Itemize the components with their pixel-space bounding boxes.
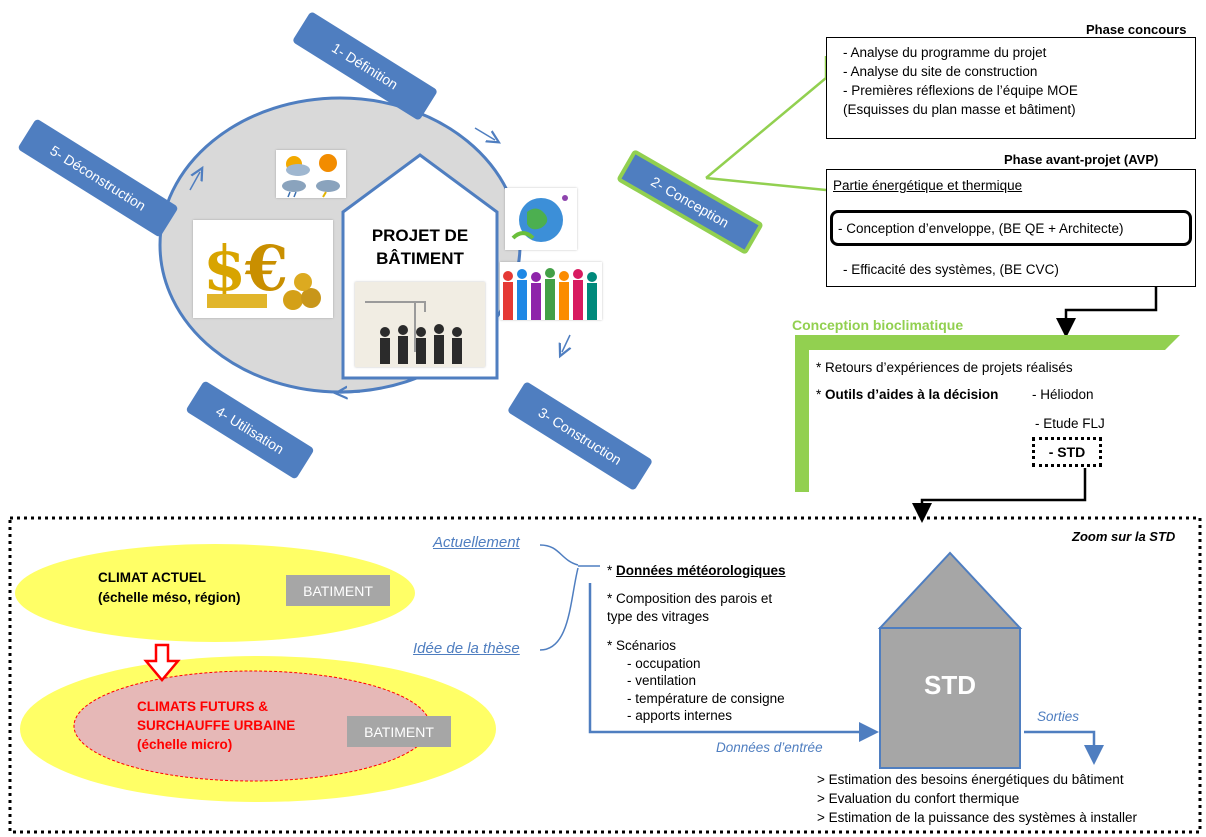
scenario-item: - ventilation [627,673,697,688]
outputs-list: > Estimation des besoins énergétiques du… [817,770,1137,827]
batiment-box-current: BATIMENT [286,575,390,606]
scenarios-text: * Scénarios - occupation - ventilation -… [607,637,785,725]
concours-item: (Esquisses du plan masse et bâtiment) [843,102,1076,117]
std-house-label: STD [924,670,976,700]
idee-label: Idée de la thèse [413,640,520,657]
donnees-meteo-label: Données météorologiques [616,563,786,578]
avp-envelope-box: - Conception d’enveloppe, (BE QE + Archi… [830,210,1192,246]
project-title: PROJET DE BÂTIMENT [371,226,469,268]
avp-envelope-text: - Conception d’enveloppe, (BE QE + Archi… [838,221,1124,236]
svg-text:$: $ [203,232,246,305]
phase-avp-heading: Phase avant-projet (AVP) [1004,152,1159,167]
climats-futurs-title: CLIMATS FUTURS & [137,699,268,714]
crowd-icon [500,262,602,320]
cycle-arrow [340,392,361,393]
zoom-title: Zoom sur la STD [1072,529,1176,544]
concours-item: - Analyse du site de construction [843,64,1038,79]
avp-systems: - Efficacité des systèmes, (BE CVC) [843,262,1059,277]
connector-arrow [912,468,1087,523]
actuellement-label: Actuellement [433,534,520,551]
concours-item: - Premières réflexions de l’équipe MOE [843,83,1078,98]
zoom-frame [8,516,1202,834]
avp-subtitle: Partie énergétique et thermique [833,178,1023,193]
cycle-arrow [562,334,570,352]
scenario-item: - température de consigne [627,690,785,706]
bioclim-std-label: - STD [1048,444,1086,460]
std-house-body [879,627,1021,769]
bullet: * [816,387,826,402]
donnees-meteo: * Données météorologiques [607,561,786,580]
bioclim-std-box: - STD [1032,437,1102,467]
climats-futurs-scale: (échelle micro) [137,737,233,752]
current-climate-ellipse [15,544,415,642]
bioclim-outils: * Outils d’aides à la décision [816,385,998,404]
phase-concours-box: - Analyse du programme du projet - Analy… [826,37,1196,139]
weather-icon [276,150,346,198]
climat-actuel-scale: (échelle méso, région) [98,590,241,605]
brace-curve [539,544,579,566]
scenario-item: - occupation [627,655,701,671]
composition-line: * Composition des parois et [607,591,773,606]
bullet: * [607,563,617,578]
sorties-label: Sorties [1037,709,1080,724]
std-house-roof [877,551,1023,629]
scenarios-title: * Scénarios [607,638,677,653]
climat-actuel-label: CLIMAT ACTUEL (échelle méso, région) [98,568,241,608]
cycle-arrow [474,127,495,140]
money-icon: $ € [193,220,333,318]
callout-line [705,176,827,192]
callout-line [705,56,828,179]
svg-text:€: € [244,232,288,305]
phase-avp-box: Partie énergétique et thermique - Concep… [826,169,1196,287]
donnees-entree-label: Données d’entrée [716,740,823,755]
bioclim-heliodon: - Héliodon [1032,387,1094,402]
climats-futurs-label: CLIMATS FUTURS & SURCHAUFFE URBAINE (éch… [137,697,295,754]
output-item: > Evaluation du confort thermique [817,791,1020,806]
bioclim-heading: Conception bioclimatique [792,317,964,333]
earth-icon [505,188,577,250]
input-line [588,583,879,742]
batiment-box-future: BATIMENT [347,716,451,747]
bioclim-flj: - Etude FLJ [1035,416,1105,431]
output-line [1024,730,1104,765]
output-item: > Estimation des besoins énergétiques du… [817,772,1124,787]
red-down-arrow [143,643,181,682]
phase-concours-heading: Phase concours [1086,22,1187,37]
cycle-arrow [189,172,200,191]
composition-text: * Composition des parois et type des vit… [607,590,772,626]
climat-actuel-title: CLIMAT ACTUEL [98,570,206,585]
surchauffe-title: SURCHAUFFE URBAINE [137,718,296,733]
outils-label: Outils d’aides à la décision [825,387,999,402]
construction-team-icon [355,282,485,367]
scenario-item: - apports internes [627,708,733,723]
composition-line: type des vitrages [607,609,710,624]
output-item: > Estimation de la puissance des système… [817,810,1138,825]
bioclim-retours: * Retours d’expériences de projets réali… [816,360,1073,375]
concours-item: - Analyse du programme du projet [843,45,1047,60]
brace-curve [539,567,579,651]
